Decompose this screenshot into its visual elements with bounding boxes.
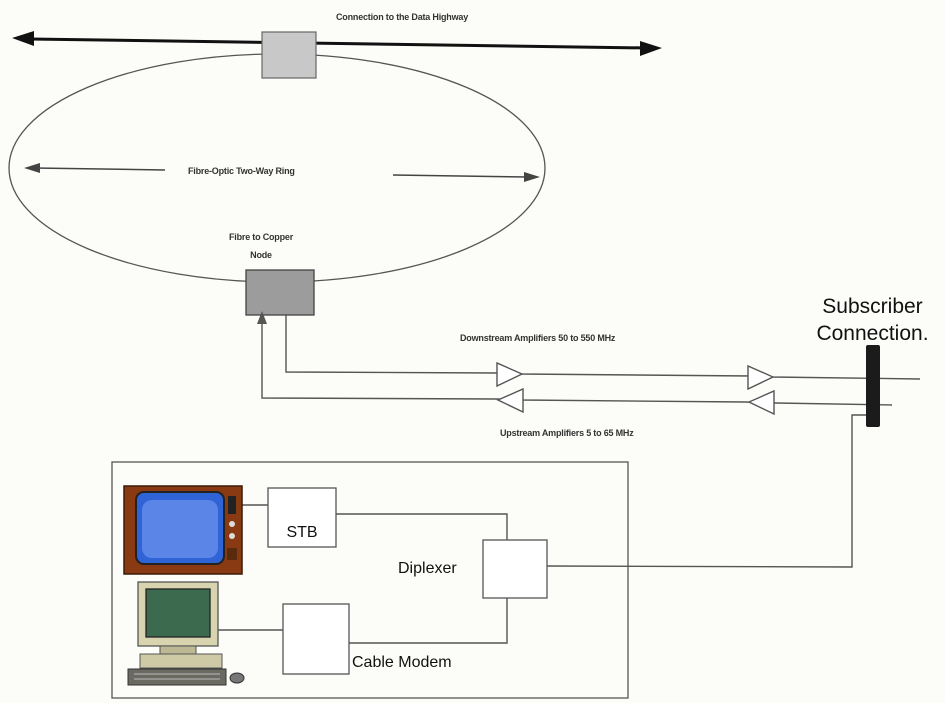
modem-to-diplexer-line <box>349 598 508 644</box>
fibre-copper-node-box <box>245 269 315 316</box>
data-highway-gateway-box <box>261 31 317 79</box>
cable-modem-label: Cable Modem <box>352 654 452 671</box>
downstream-amplifier-1 <box>496 361 524 388</box>
stb-label: STB <box>286 524 318 541</box>
cable-modem-box <box>282 603 350 675</box>
ring-arrow-right <box>392 172 540 182</box>
upstream-label: Upstream Amplifiers 5 to 65 MHz <box>500 428 634 438</box>
data-highway-label: Connection to the Data Highway <box>336 12 469 22</box>
subscriber-label-line2: Connection. <box>816 322 929 345</box>
subscriber-premises-box <box>111 461 629 699</box>
subscriber-drop-line <box>546 414 866 568</box>
television-icon <box>123 485 243 575</box>
subscriber-label-line1: Subscriber <box>822 295 923 318</box>
upstream-arrowhead <box>257 311 267 324</box>
ring-arrow-left <box>24 163 166 173</box>
upstream-amplifier-1 <box>496 387 524 414</box>
subscriber-tap <box>866 345 880 427</box>
node-label-line1: Fibre to Copper <box>229 232 293 242</box>
computer-icon <box>127 581 245 686</box>
diplexer-label: Diplexer <box>398 560 457 577</box>
downstream-label: Downstream Amplifiers 50 to 550 MHz <box>460 333 616 343</box>
node-label-line2: Node <box>250 250 272 260</box>
stb-box <box>267 487 337 548</box>
diplexer-box <box>482 539 548 599</box>
stb-to-diplexer-line <box>336 513 508 540</box>
downstream-amplifier-2 <box>747 364 775 391</box>
upstream-amplifier-2 <box>747 389 775 416</box>
ring-label: Fibre-Optic Two-Way Ring <box>188 166 295 176</box>
data-highway-arrow <box>12 31 662 56</box>
